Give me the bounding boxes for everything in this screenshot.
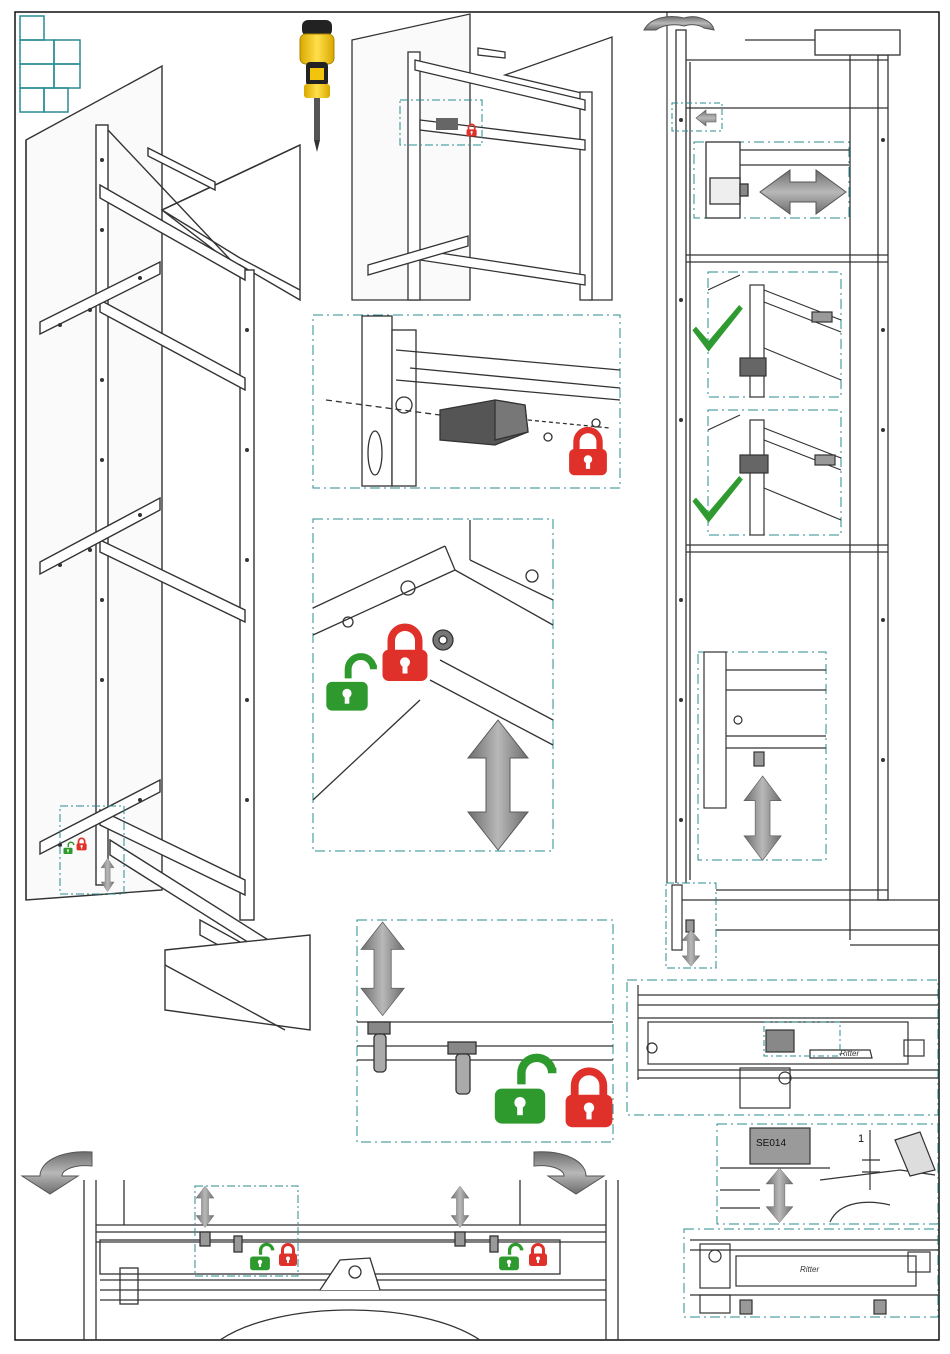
bracket-part bbox=[436, 118, 458, 130]
cabinet-stack-icon bbox=[20, 16, 80, 112]
screwdriver-icon bbox=[300, 20, 334, 152]
dimension-label: 1 bbox=[858, 1133, 864, 1145]
double-arrow-icon bbox=[196, 1186, 214, 1228]
rotate-left-icon bbox=[22, 1152, 92, 1194]
part-code-label: SE014 bbox=[756, 1138, 786, 1149]
padlock-open-icon bbox=[250, 1244, 273, 1270]
correct-mount-callout-1 bbox=[708, 272, 841, 397]
cabinet-overview-drawing bbox=[26, 66, 310, 1030]
rotate-right-icon bbox=[534, 1152, 604, 1194]
runner-brand-label-2: Ritter bbox=[800, 1265, 819, 1274]
top-frame-drawing bbox=[352, 14, 612, 300]
double-arrow-icon bbox=[451, 1186, 469, 1228]
correct-mount-callout-2 bbox=[708, 410, 841, 535]
padlock-closed-icon bbox=[529, 1245, 547, 1267]
runner-brand-label-1: Ritter bbox=[840, 1049, 859, 1058]
padlock-open-icon bbox=[499, 1244, 522, 1270]
lateral-arrow-small bbox=[696, 110, 716, 126]
rotate-top-icon bbox=[644, 17, 714, 31]
padlock-closed-icon bbox=[279, 1245, 297, 1267]
